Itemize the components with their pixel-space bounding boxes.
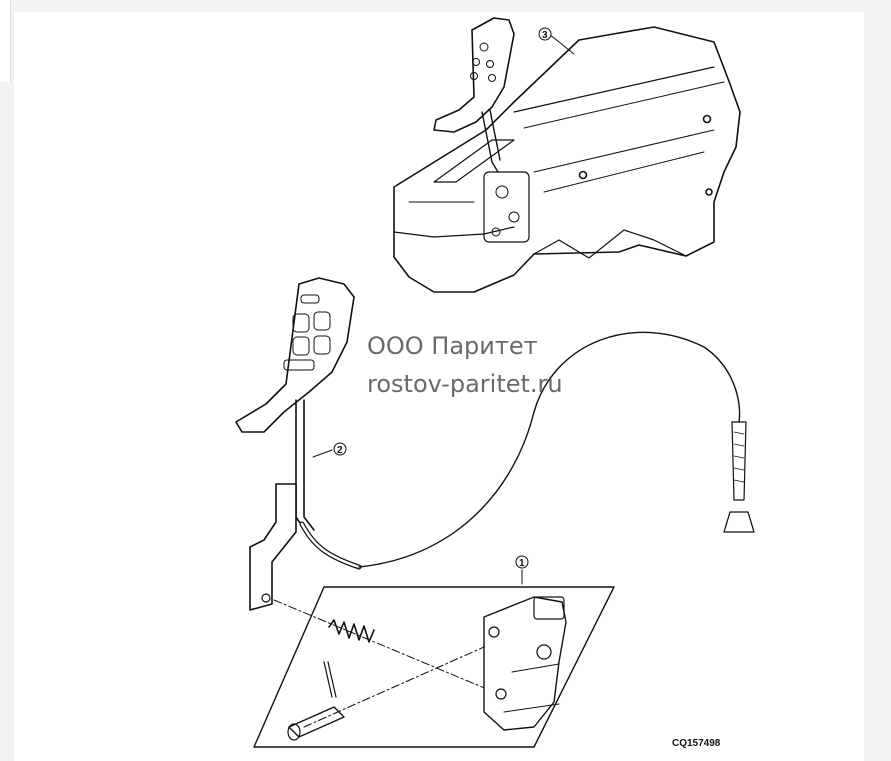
lever-assembly <box>235 277 755 611</box>
left-panel-edge <box>0 0 11 82</box>
console-assembly <box>393 17 741 293</box>
figure-code: CQ157498 <box>672 738 721 749</box>
callout-2: 2 <box>337 445 343 456</box>
exploded-parts-diagram: 3 2 1 <box>235 17 755 748</box>
callout-3: 3 <box>542 30 548 41</box>
callout-1: 1 <box>519 558 525 569</box>
watermark-company: ООО Паритет <box>367 332 538 360</box>
diagram-canvas: 3 2 1 ООО Паритет rostov-paritet.ru CQ15… <box>14 12 864 761</box>
valve-detail-panel <box>253 569 615 748</box>
watermark-url: rostov-paritet.ru <box>367 370 563 398</box>
